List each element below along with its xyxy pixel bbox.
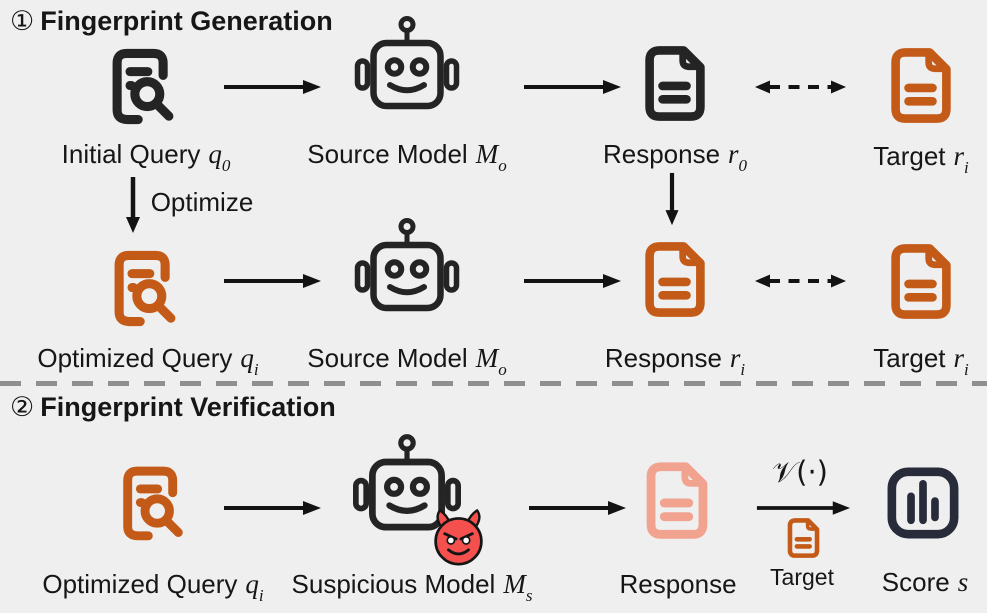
arrow-query-to-suspicious-model-icon <box>222 498 322 518</box>
dashed-compare-arrow-row1-icon <box>753 77 848 97</box>
arrow-optimized-query-to-model-icon <box>222 271 322 291</box>
arrow-model-to-response-icon-row2 <box>522 271 622 291</box>
suspicious-response-doc-icon <box>630 451 724 550</box>
response-down-arrow-icon <box>662 172 682 226</box>
dashed-compare-arrow-row2-icon <box>753 271 848 291</box>
target-ri-doc-icon-row2 <box>875 233 967 330</box>
optimized-query-doc-search-icon-verification <box>108 458 198 548</box>
response-ri-doc-icon <box>629 231 721 328</box>
target-ri-doc-icon-row1 <box>875 37 967 134</box>
arrow-query-to-source-model-icon <box>222 77 322 97</box>
response-r0-doc-icon <box>629 35 721 132</box>
optimized-query-doc-search-icon-row2 <box>99 242 191 334</box>
section-divider <box>0 381 987 386</box>
devil-face-icon <box>428 507 489 568</box>
initial-query-doc-search-icon <box>97 40 189 132</box>
verifier-target-doc-icon <box>779 512 828 564</box>
verification-heading-number: ② <box>10 392 35 422</box>
arrow-model-to-response-icon <box>522 77 622 97</box>
verification-heading-text: Fingerprint Verification <box>40 392 336 422</box>
arrow-suspicious-model-to-response-icon <box>527 498 627 518</box>
generation-heading-number: ① <box>10 6 35 36</box>
optimize-down-arrow-icon <box>123 176 143 234</box>
verifier-function-label: 𝒱(·) <box>771 455 829 489</box>
optimize-label: Optimize <box>150 187 254 217</box>
generation-heading-text: Fingerprint Generation <box>40 6 333 36</box>
source-model-robot-icon <box>347 16 467 128</box>
suspicious-response-label: Response <box>619 569 737 599</box>
source-model-robot-icon-row2 <box>347 218 467 330</box>
score-bar-chart-icon <box>877 457 969 549</box>
verifier-target-label: Target <box>770 564 834 590</box>
